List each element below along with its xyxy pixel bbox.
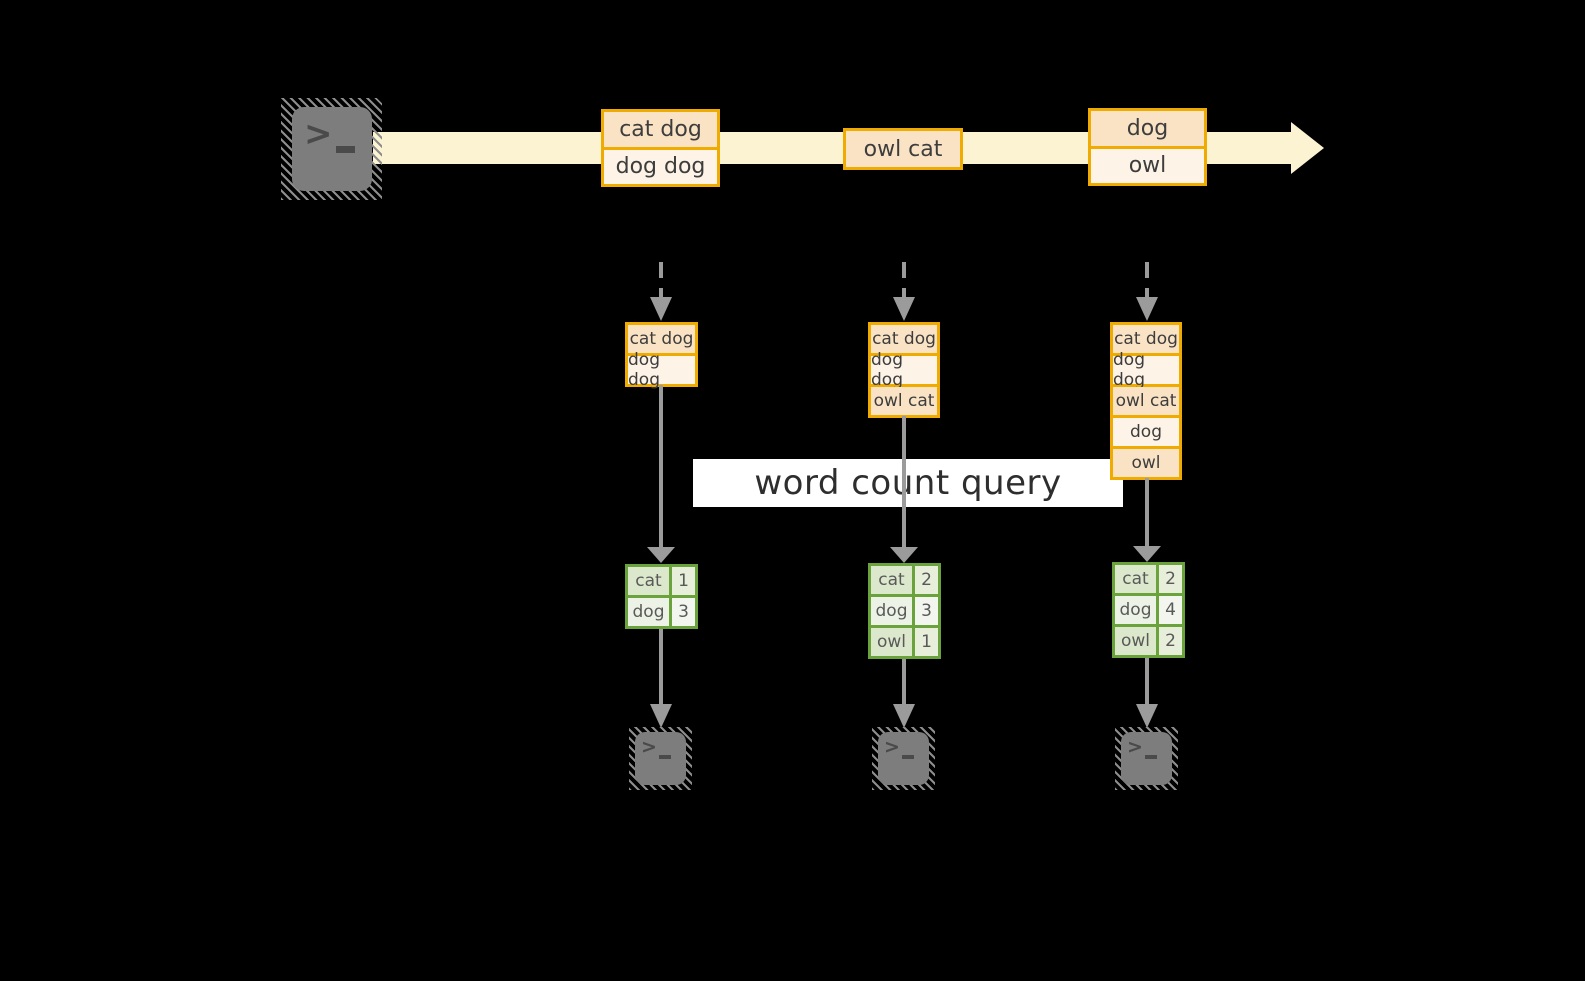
buffer-item: owl cat — [871, 387, 937, 415]
count-word: owl — [871, 628, 912, 656]
count-value: 3 — [672, 598, 695, 626]
count-word: cat — [628, 567, 669, 595]
stream-event-line: dog — [1091, 111, 1204, 146]
count-value: 2 — [915, 566, 938, 594]
window-buffer-2: cat dog dog dog owl cat — [868, 322, 940, 418]
buffer-item: dog dog — [628, 350, 695, 390]
stream-event-line: dog dog — [604, 149, 717, 184]
arrow-line — [902, 658, 906, 706]
arrowhead-icon — [1133, 546, 1161, 562]
query-banner: word count query — [693, 459, 1123, 507]
stream-event-line: owl cat — [846, 131, 960, 167]
buffer-item: cat dog — [1113, 325, 1179, 353]
sink-terminal-icon-2: > — [872, 727, 935, 790]
dashed-arrowhead-icon — [893, 297, 915, 321]
buffer-item: dog dog — [1113, 350, 1179, 390]
window-buffer-1: cat dog dog dog — [625, 322, 698, 390]
stream-event-line: owl — [1091, 148, 1204, 183]
arrow-line — [1145, 657, 1149, 705]
count-value: 1 — [915, 628, 938, 656]
arrowhead-icon — [650, 704, 672, 728]
prompt-underscore-icon — [336, 146, 355, 153]
prompt-chevron-icon: > — [884, 736, 900, 758]
source-terminal-icon: > — [281, 98, 382, 200]
count-word: owl — [1115, 627, 1156, 655]
prompt-underscore-icon — [659, 755, 671, 759]
count-value: 2 — [1159, 627, 1182, 655]
buffer-item: cat dog — [871, 325, 937, 353]
arrow-line — [659, 628, 663, 706]
arrowhead-icon — [893, 704, 915, 728]
arrowhead-icon — [1136, 704, 1158, 728]
count-value: 3 — [915, 597, 938, 625]
dashed-arrowhead-icon — [1136, 297, 1158, 321]
stream-event-batch-3: dog owl — [1088, 108, 1207, 186]
count-table-1: cat 1 dog 3 — [625, 564, 698, 629]
count-value: 2 — [1159, 565, 1182, 593]
arrow-line — [1145, 478, 1149, 546]
count-table-3: cat 2 dog 4 owl 2 — [1112, 562, 1185, 658]
dashed-arrow-line — [1145, 262, 1149, 298]
window-buffer-3: cat dog dog dog owl cat dog owl — [1110, 322, 1182, 480]
terminal-body: > — [878, 732, 929, 785]
prompt-chevron-icon: > — [1127, 736, 1143, 758]
stream-event-batch-1: cat dog dog dog — [601, 109, 720, 187]
stream-event-line: cat dog — [604, 112, 717, 147]
arrowhead-icon — [890, 547, 918, 563]
count-value: 4 — [1159, 596, 1182, 624]
dashed-arrow-line — [659, 262, 663, 298]
buffer-item: owl — [1113, 449, 1179, 477]
query-banner-label: word count query — [754, 463, 1062, 503]
dashed-arrowhead-icon — [650, 297, 672, 321]
terminal-body: > — [1121, 732, 1172, 785]
sink-terminal-icon-1: > — [629, 727, 692, 790]
count-word: cat — [1115, 565, 1156, 593]
prompt-chevron-icon: > — [641, 736, 657, 758]
terminal-body: > — [635, 732, 686, 785]
prompt-chevron-icon: > — [304, 114, 333, 154]
prompt-underscore-icon — [902, 755, 914, 759]
count-table-2: cat 2 dog 3 owl 1 — [868, 563, 941, 659]
buffer-item: cat dog — [628, 325, 695, 353]
dashed-arrow-line — [902, 262, 906, 298]
buffer-item: dog dog — [871, 350, 937, 390]
sink-terminal-icon-3: > — [1115, 727, 1178, 790]
count-word: dog — [1115, 596, 1156, 624]
stream-event-batch-2: owl cat — [843, 128, 963, 170]
arrowhead-icon — [647, 547, 675, 563]
buffer-item: dog — [1113, 418, 1179, 446]
arrow-line — [902, 416, 906, 547]
terminal-body: > — [292, 107, 372, 191]
count-value: 1 — [672, 567, 695, 595]
stream-timeline-arrowhead-icon — [1291, 122, 1324, 174]
count-word: dog — [628, 598, 669, 626]
count-word: cat — [871, 566, 912, 594]
buffer-item: owl cat — [1113, 387, 1179, 415]
count-word: dog — [871, 597, 912, 625]
arrow-line — [659, 385, 663, 547]
prompt-underscore-icon — [1145, 755, 1157, 759]
